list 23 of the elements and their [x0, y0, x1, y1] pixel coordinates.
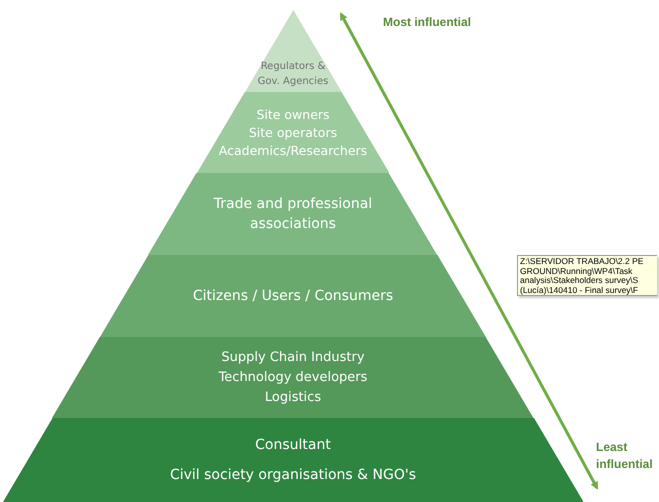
tier-label: Regulators & Gov. Agencies — [256, 60, 330, 88]
pyramid-tier — [196, 92, 390, 173]
tier-label: Logistics — [264, 388, 322, 406]
pyramid-tier — [2, 418, 584, 502]
tier-label: Trade and professional associations — [212, 195, 374, 234]
tier-label: Technology developers — [218, 368, 368, 386]
tooltip-text: (Lucía)\140410 - Final survey\F — [520, 286, 640, 296]
pyramid-tier — [52, 337, 534, 418]
tooltip-text: Z:\SERVIDOR TRABAJO\2.2 PE — [520, 257, 644, 267]
tooltip-text: GROUND\Running\WP4\Task — [520, 266, 634, 276]
tooltip-text: analysis\Stakeholders survey\S — [520, 276, 640, 286]
pyramid-tier — [244, 10, 342, 92]
scale-label: Most influential — [383, 14, 471, 31]
tier-label: Academics/Researchers — [218, 142, 368, 160]
scale-label: Least influential — [596, 439, 654, 473]
pyramid-tier — [100, 255, 486, 337]
pyramid-tier — [148, 173, 438, 255]
tier-label: Consultant — [255, 436, 331, 455]
tier-label: Supply Chain Industry — [221, 348, 365, 366]
tier-label: Site operators — [248, 124, 338, 142]
tier-label: Site owners — [256, 106, 330, 124]
tier-label: Citizens / Users / Consumers — [192, 287, 394, 306]
tier-label: Civil society organisations & NGO's — [170, 466, 416, 485]
